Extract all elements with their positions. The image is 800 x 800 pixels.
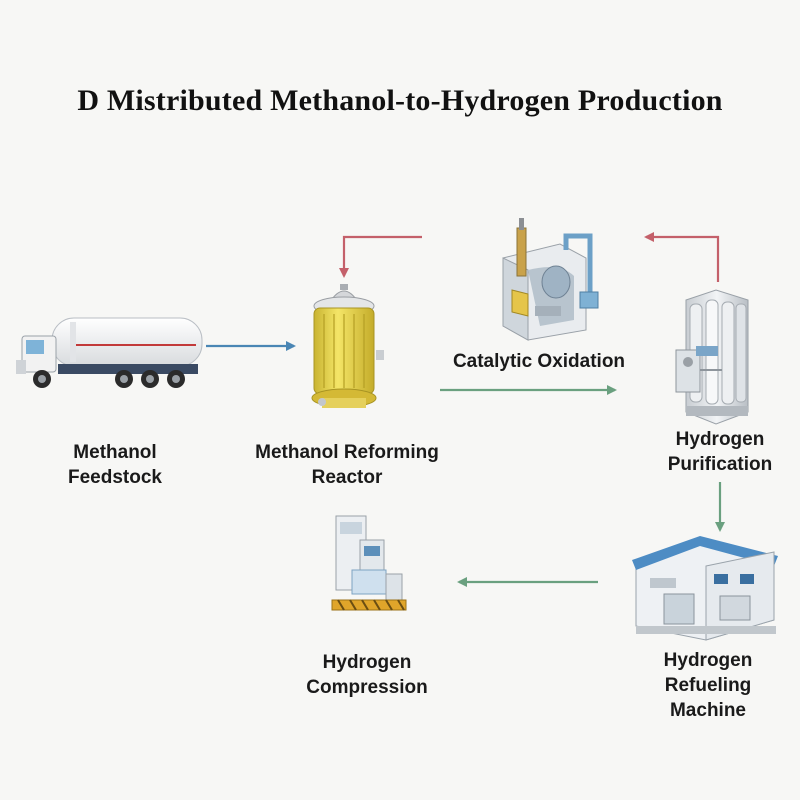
arrow-oxidation-to-reactor <box>339 235 422 278</box>
purification-unit-icon <box>675 289 749 425</box>
diagram-title: D Mistributed Methanol-to-Hydrogen Produ… <box>77 84 723 117</box>
label-hydrogen-compression: Hydrogen Compression <box>306 652 428 698</box>
label-catalytic-oxidation: Catalytic Oxidation <box>452 351 626 372</box>
refueling-station-icon <box>632 536 778 641</box>
label-hydrogen-purification: Hydrogen Purification <box>667 429 773 475</box>
label-hydrogen-refueling-machine: Hydrogen Refueling Machine <box>663 650 753 721</box>
oxidation-unit-icon <box>502 218 599 341</box>
reactor-vessel-icon <box>311 284 384 408</box>
label-methanol-feedstock: Methanol Feedstock <box>68 442 162 488</box>
arrow-purification-to-oxidation <box>644 232 720 282</box>
label-methanol-reforming-reactor: Methanol Reforming Reactor <box>255 442 439 488</box>
tanker-truck-icon <box>16 317 203 388</box>
compressor-icon <box>331 515 407 611</box>
